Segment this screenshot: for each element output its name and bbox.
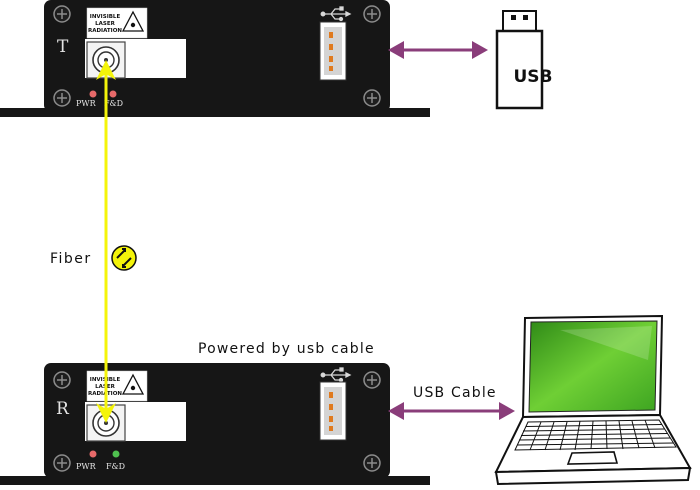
receiver-fd-led bbox=[112, 450, 120, 458]
fiber-arrowhead-down bbox=[96, 403, 116, 423]
transmitter-pwr-label: PWR bbox=[76, 99, 97, 108]
usb-cable-label: USB Cable bbox=[413, 385, 497, 401]
usb-drive-body bbox=[495, 29, 544, 110]
receiver-unit: R INVISIBLE LASER RADIATION PWR F&D bbox=[0, 363, 430, 485]
fiber-arrowhead-up bbox=[96, 60, 116, 80]
usb-drive: USB bbox=[495, 10, 553, 110]
transmitter-pwr-led bbox=[89, 90, 97, 98]
receiver-pwr-label: PWR bbox=[76, 462, 97, 471]
usb-trident-icon bbox=[320, 6, 352, 22]
usb-drive-label: USB bbox=[513, 67, 552, 87]
laser-warning-triangle-icon bbox=[121, 373, 145, 395]
receiver-usb-port[interactable] bbox=[319, 381, 347, 441]
transmitter-mount-flange bbox=[0, 108, 430, 117]
receiver-mount-flange bbox=[0, 476, 430, 485]
usb-cable-arrow bbox=[388, 402, 515, 420]
laser-warning-triangle-icon bbox=[121, 10, 145, 32]
laser-warning-line-2: LASER bbox=[95, 21, 115, 27]
screw-icon bbox=[53, 89, 71, 107]
laser-warning-line-1: INVISIBLE bbox=[90, 14, 121, 20]
powered-by-label: Powered by usb cable bbox=[198, 341, 375, 357]
fiber-badge-icon bbox=[111, 245, 137, 271]
transmitter-label: T bbox=[57, 37, 69, 57]
fiber-cable bbox=[96, 60, 116, 423]
screw-icon bbox=[53, 5, 71, 23]
laptop-touchpad bbox=[566, 451, 619, 465]
laptop-screen bbox=[528, 320, 658, 413]
receiver-label: R bbox=[56, 399, 70, 419]
transmitter-fd-led bbox=[109, 90, 117, 98]
receiver-fd-label: F&D bbox=[106, 462, 125, 471]
laptop bbox=[494, 314, 692, 486]
usb-drive-connection-arrow bbox=[388, 41, 488, 59]
screw-icon bbox=[363, 454, 381, 472]
receiver-pwr-led bbox=[89, 450, 97, 458]
screw-icon bbox=[363, 89, 381, 107]
laptop-keyboard bbox=[514, 419, 677, 451]
screw-icon bbox=[363, 371, 381, 389]
screw-icon bbox=[53, 454, 71, 472]
screw-icon bbox=[363, 5, 381, 23]
laser-warning-line-3: RADIATION bbox=[88, 28, 122, 34]
transmitter-fd-label: F&D bbox=[104, 99, 123, 108]
transmitter-usb-port[interactable] bbox=[319, 21, 347, 81]
screw-icon bbox=[53, 371, 71, 389]
transmitter-unit: T INVISIBLE LASER RADIATION PWR F&D bbox=[0, 0, 430, 117]
fiber-label: Fiber bbox=[50, 251, 92, 267]
usb-drive-plug bbox=[502, 10, 537, 32]
